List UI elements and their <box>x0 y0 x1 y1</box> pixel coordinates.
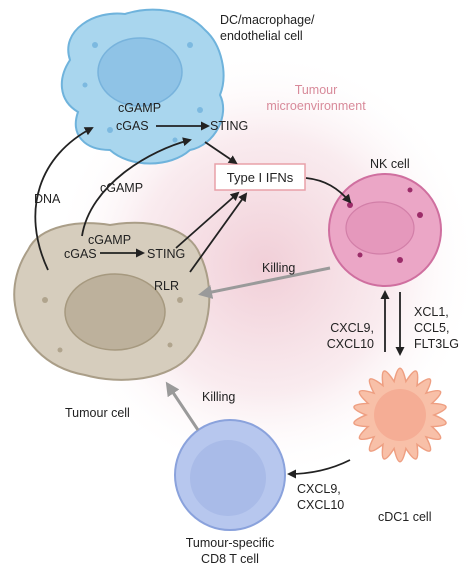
dc-sting-to-ifn-arrow <box>204 141 238 165</box>
nk-cell-label: NK cell <box>370 157 410 171</box>
cdc1-to-t-chemokines-label: CXCL9,CXCL10 <box>297 482 344 512</box>
cd8-t-cell <box>174 419 286 531</box>
signalling-arrows <box>34 121 405 479</box>
t-killing-label: Killing <box>202 390 235 404</box>
dc-nucleus <box>97 37 183 107</box>
tumour-sting-label: STING <box>147 247 185 261</box>
dc-macrophage-endothelial-cell <box>60 8 225 165</box>
dna-label: DNA <box>34 192 61 206</box>
dc-cgamp-label: cGAMP <box>118 101 161 115</box>
dc-sting-label: STING <box>210 119 248 133</box>
nk-killing-arrow <box>198 266 331 299</box>
rlr-label: RLR <box>154 279 179 293</box>
transfer-cgamp-label: cGAMP <box>100 181 143 195</box>
dc-cgas-label: cGAS <box>116 119 149 133</box>
killing-arrows <box>165 266 331 431</box>
dc-cell-label: DC/macrophage/endothelial cell <box>220 13 315 43</box>
type1-ifns-frame <box>214 163 306 191</box>
nk-cell <box>328 173 442 287</box>
rlr-to-ifn-arrow <box>189 192 248 273</box>
nk-to-cdc1-chemokines-label: XCL1,CCL5,FLT3LG <box>414 305 459 351</box>
nk-killing-label: Killing <box>262 261 295 275</box>
cgamp-transfer-arrow <box>81 137 192 237</box>
tumour-cgamp-label: cGAMP <box>88 233 131 247</box>
cdc1-cell-label: cDC1 cell <box>378 510 432 524</box>
tumour-cell <box>13 221 211 381</box>
tumour-nucleus <box>64 273 166 351</box>
dna-arrow <box>34 127 94 271</box>
tumour-sting-to-ifn-arrow <box>175 191 240 249</box>
type1-ifns-label: Type I IFNs <box>227 170 294 185</box>
tumour-cgas-label: cGAS <box>64 247 97 261</box>
t-cell-killing-arrow <box>165 381 200 431</box>
type1-ifns-box: Type I IFNs <box>214 163 306 191</box>
cdc1-cell <box>353 367 447 463</box>
cdc1-to-t-cell-arrow <box>287 459 351 479</box>
ifn-to-nk-arrow <box>305 177 352 204</box>
cdc1-to-nk-chemokines-label: CXCL9,CXCL10 <box>327 321 374 351</box>
tumour-cell-label: Tumour cell <box>65 406 130 420</box>
